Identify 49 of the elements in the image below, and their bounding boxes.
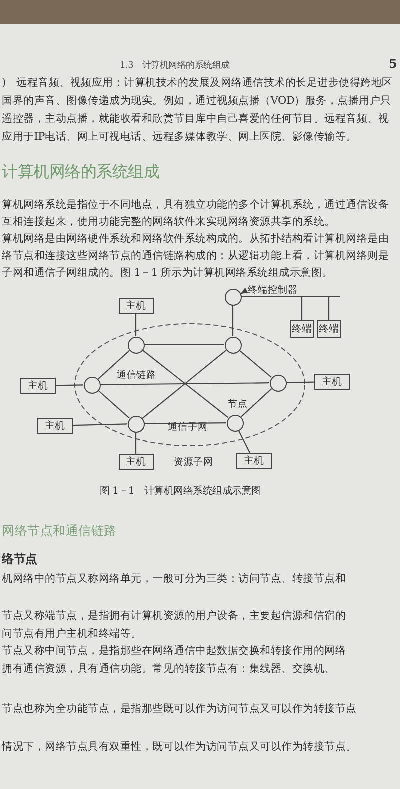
link-line: [240, 388, 272, 418]
section-heading: 网络节点和通信链路: [2, 524, 117, 538]
text-line: 情况下，网络节点具有双重性，既可以作为访问节点又可以作为转接节点。: [2, 740, 357, 754]
link-line: [98, 390, 130, 419]
text-line: 节点又称中间节点，是指那些在网络通信中起数据交换和转接作用的网络: [2, 644, 346, 658]
link-line: [240, 296, 341, 321]
link-line: [144, 344, 224, 346]
text-line: 节点又称端节点，是指拥有计算机资源的用户设备，主要起信源和信宿的: [2, 609, 346, 623]
text-line: 遥控器，主动点播，就能收看和欣赏节目库中自己喜爱的任何节目。远程音频、视: [2, 112, 389, 126]
diagram-label: 节点: [228, 398, 248, 412]
page-number: 5: [389, 57, 398, 71]
leader-line: [240, 288, 248, 294]
host-box: 主机: [236, 453, 272, 469]
host-box: 终端: [317, 320, 341, 338]
text-line: 机网络中的节点又称网络单元，一般可分为三类：访问节点、转接节点和: [2, 572, 346, 586]
text-line: 节点也称为全功能节点，是指那些既可以作为访问节点又可以作为转接节点: [2, 702, 357, 716]
diagram-label: 通信链路: [117, 369, 156, 383]
figure-caption: 图 1－1 计算机网络系统组成示意图: [100, 485, 262, 499]
link-line: [144, 422, 226, 424]
link-line: [238, 430, 250, 454]
host-box: 主机: [37, 418, 73, 434]
text-line: 算机网络系统是指位于不同地点，具有独立功能的多个计算机系统，通过通信设备: [2, 198, 389, 212]
text-line: ) 远程音频、视频应用：计算机技术的发展及网络通信技术的长足进步使得跨地区: [2, 76, 393, 90]
link-line: [135, 432, 137, 454]
host-box: 主机: [314, 374, 350, 390]
host-box: 主机: [118, 454, 154, 470]
text-line: 应用于IP电话、网上可视电话、远程多媒体教学、网上医院、影像传输等。: [2, 130, 357, 144]
text-line: 拥有通信资源，具有通信功能。常见的转接节点有：集线器、交换机、: [2, 662, 336, 676]
text-line: 问节点有用户主机和终端等。: [2, 627, 142, 641]
link-line: [135, 314, 137, 336]
section-heading: 计算机网络的系统组成: [2, 163, 160, 181]
text-line: 国界的声音、图像传递成为现实。例如，通过视频点播（VOD）服务，点播用户只: [2, 94, 392, 108]
host-box: 主机: [20, 378, 56, 394]
host-box: 终端: [290, 320, 314, 338]
diagram-label: 资源子网: [174, 456, 213, 470]
text-line: 互相连接起来，使用功能完整的网络软件来实现网络资源共享的系统。: [2, 215, 336, 229]
text-line: 算机网络是由网络硬件系统和网络软件系统构成的。从拓扑结构看计算机网络是由: [2, 232, 389, 246]
link-line: [72, 424, 128, 426]
link-line: [98, 350, 130, 380]
callout-text: 终端控制器: [247, 284, 299, 296]
running-header: 1.3 计算机网络的系统组成: [120, 60, 230, 73]
text-line: 络节点和连接这些网络节点的通信链路构成的；从逻辑功能上看，计算机网络则是: [2, 249, 389, 263]
subsection-heading: 络节点: [2, 552, 38, 566]
link-line: [232, 306, 234, 336]
link-line: [100, 382, 270, 386]
text-line: 子网和通信子网组成的。图 1－1 所示为计算机网络系统组成示意图。: [2, 266, 333, 280]
host-box: 主机: [118, 298, 154, 314]
link-line: [56, 384, 84, 386]
link-line: [239, 350, 272, 378]
